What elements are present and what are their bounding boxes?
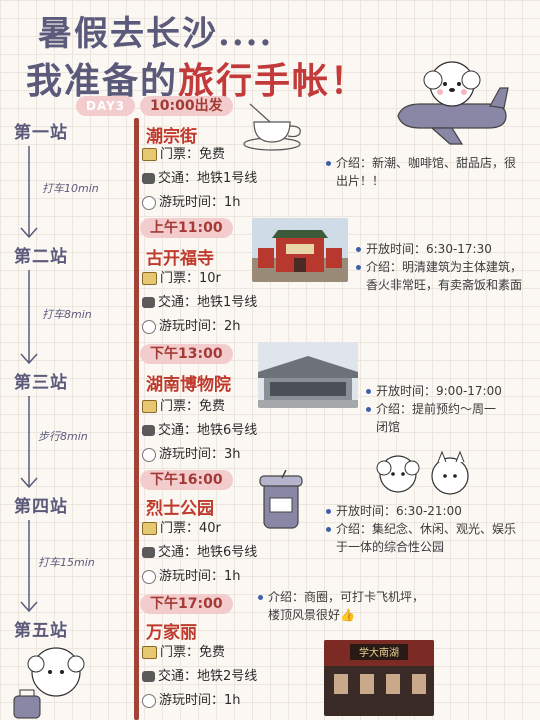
station-notes-2: 开放时间：6:30-17:30 介绍：明清建筑为主体建筑， 香火非常旺，有卖斋饭… — [356, 240, 522, 294]
station-ticket-5: 门票：免费 — [142, 644, 225, 661]
station-spot-1: 潮宗街 — [146, 127, 197, 147]
station-traffic-4: 交通：地铁6号线 — [142, 544, 257, 561]
station-traffic-1: 交通：地铁1号线 — [142, 170, 257, 187]
station-spot-5: 万家丽 — [146, 623, 197, 643]
building-sign: 学大南湖 — [359, 646, 399, 659]
station-ticket-4: 门票：40r — [142, 520, 221, 537]
dogs-illustration — [376, 450, 469, 495]
station-time-2: 上午11:00 — [140, 218, 233, 238]
ticket-icon — [142, 646, 157, 659]
station-ticket-1: 门票：免费 — [142, 146, 225, 163]
transfer-1: 打车10min — [42, 182, 99, 195]
title-prefix: 我准备的 — [26, 60, 179, 102]
title-suffix: ！ — [330, 60, 369, 102]
day-badge: DAY3 — [76, 96, 136, 116]
transfer-2: 打车8min — [42, 308, 92, 321]
station-traffic-5: 交通：地铁2号线 — [142, 668, 257, 685]
station-notes-4: 开放时间：6:30-21:00 介绍：集纪念、休闲、观光、娱乐 于一体的综合性公… — [326, 502, 516, 556]
station-traffic-2: 交通：地铁1号线 — [142, 294, 257, 311]
station-time-4: 下午16:00 — [140, 470, 233, 490]
station-label-5: 第五站 — [14, 621, 68, 641]
ticket-icon — [142, 148, 157, 161]
ticket-icon — [142, 272, 157, 285]
ticket-icon — [142, 400, 157, 413]
ticket-icon — [142, 522, 157, 535]
clock-icon — [142, 569, 156, 584]
clock-icon — [142, 693, 156, 708]
clock-icon — [142, 319, 156, 334]
clock-icon — [142, 447, 156, 462]
transfer-3: 步行8min — [38, 430, 88, 443]
coffee-cup-illustration — [243, 103, 301, 151]
flow-arrows — [20, 146, 38, 613]
station-spot-4: 烈士公园 — [146, 499, 214, 519]
metro-icon — [142, 547, 155, 558]
metro-icon — [142, 297, 155, 308]
station-duration-5: 游玩时间：1h — [142, 692, 241, 709]
drink-cup-illustration — [259, 470, 303, 529]
title-highlight: 旅行手帐 — [178, 60, 331, 102]
station-notes-1: 介绍：新潮、咖啡馆、甜品店，很 出片！！ — [326, 154, 516, 190]
station-duration-4: 游玩时间：1h — [142, 568, 241, 585]
museum-photo — [258, 342, 358, 408]
station-time-5: 下午17:00 — [140, 594, 233, 614]
station-ticket-3: 门票：免费 — [142, 398, 225, 415]
transfer-4: 打车15min — [38, 556, 95, 569]
station-label-1: 第一站 — [14, 123, 68, 143]
station-label-2: 第二站 — [14, 247, 68, 267]
plane-dog-illustration — [397, 61, 509, 145]
station-ticket-2: 门票：10r — [142, 270, 221, 287]
station-traffic-3: 交通：地铁6号线 — [142, 422, 257, 439]
timeline-line — [134, 118, 139, 720]
metro-icon — [142, 425, 155, 436]
clock-icon — [142, 195, 156, 210]
dog-luggage-illustration — [13, 647, 85, 719]
station-time-3: 下午13:00 — [140, 344, 233, 364]
station-duration-1: 游玩时间：1h — [142, 194, 241, 211]
title-line-2: 我准备的旅行手帐！ — [26, 52, 368, 104]
station-spot-2: 古开福寺 — [146, 249, 214, 269]
metro-icon — [142, 671, 155, 682]
station-label-3: 第三站 — [14, 373, 68, 393]
station-notes-3: 开放时间：9:00-17:00 介绍：提前预约～周一 闭馆 — [366, 382, 502, 436]
station-duration-2: 游玩时间：2h — [142, 318, 241, 335]
station-notes-5: 介绍：商圈，可打卡飞机坪， 楼顶风景很好👍 — [258, 588, 424, 624]
metro-icon — [142, 173, 155, 184]
title-line-1: 暑假去长沙.... — [38, 14, 274, 54]
temple-photo — [252, 218, 348, 282]
building-photo: 学大南湖 — [324, 640, 434, 716]
station-label-4: 第四站 — [14, 497, 68, 517]
station-duration-3: 游玩时间：3h — [142, 446, 241, 463]
station-spot-3: 湖南博物院 — [146, 375, 231, 395]
station-time-1: 10:00出发 — [140, 96, 233, 116]
